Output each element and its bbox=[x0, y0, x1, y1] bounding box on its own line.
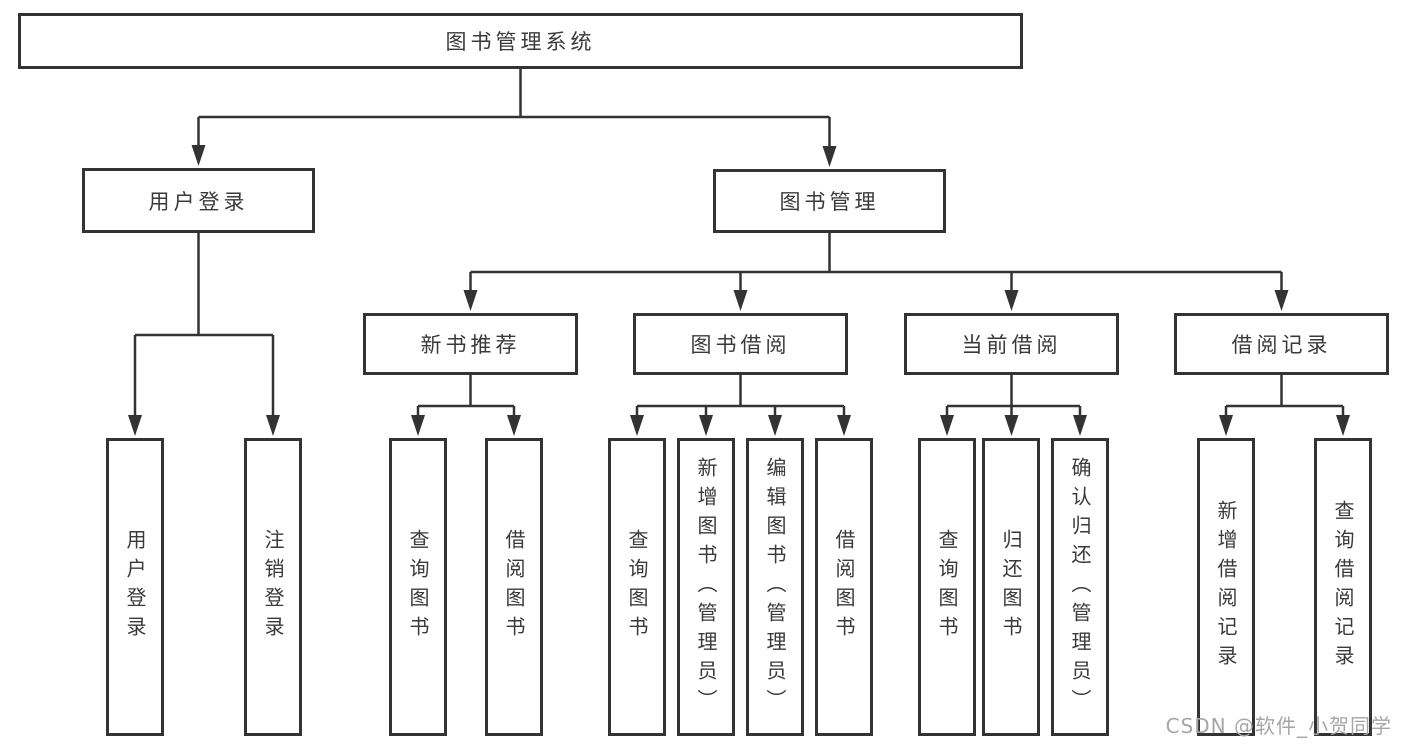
node-logout: 注销登录 bbox=[244, 438, 302, 736]
arrowheads bbox=[128, 145, 1350, 436]
node-label: 当前借阅 bbox=[961, 333, 1062, 357]
node-label: 注销登录 bbox=[261, 529, 285, 645]
node-library-management-system: 图书管理系统 bbox=[18, 13, 1023, 69]
node-book-borrowing: 图书借阅 bbox=[633, 313, 848, 375]
node-label: 查询图书 bbox=[935, 529, 959, 645]
node-current-borrowing: 当前借阅 bbox=[904, 313, 1119, 375]
csdn-watermark: CSDN @软件_小贺同学 bbox=[1165, 714, 1392, 738]
node-add-books-admin: 新增图书（管理员） bbox=[677, 438, 735, 736]
node-label: 新增借阅记录 bbox=[1214, 500, 1238, 674]
node-label: 用户登录 bbox=[123, 529, 147, 645]
node-borrow-books-recommend: 借阅图书 bbox=[485, 438, 543, 736]
node-borrow-books: 借阅图书 bbox=[815, 438, 873, 736]
node-label: 借阅记录 bbox=[1231, 333, 1332, 357]
node-label: 查询借阅记录 bbox=[1331, 500, 1355, 674]
node-new-book-recommendation: 新书推荐 bbox=[363, 313, 578, 375]
node-label: 用户登录 bbox=[148, 189, 249, 214]
node-label: 确认归还（管理员） bbox=[1068, 456, 1092, 718]
node-query-borrow-record: 查询借阅记录 bbox=[1314, 438, 1372, 736]
node-label: 归还图书 bbox=[999, 529, 1023, 645]
node-label: 编辑图书（管理员） bbox=[763, 456, 787, 718]
node-label: 图书管理 bbox=[779, 190, 880, 214]
node-query-books-current: 查询图书 bbox=[918, 438, 976, 736]
node-borrowing-records: 借阅记录 bbox=[1174, 313, 1389, 375]
node-edit-books-admin: 编辑图书（管理员） bbox=[746, 438, 804, 736]
node-book-management: 图书管理 bbox=[713, 169, 946, 233]
node-user-login-leaf: 用户登录 bbox=[106, 438, 164, 736]
node-label: 新书推荐 bbox=[420, 333, 521, 357]
node-user-login: 用户登录 bbox=[82, 168, 315, 233]
node-label: 图书借阅 bbox=[690, 333, 791, 357]
node-add-borrow-record: 新增借阅记录 bbox=[1197, 438, 1255, 736]
node-label: 借阅图书 bbox=[832, 529, 856, 645]
node-query-books-borrowing: 查询图书 bbox=[608, 438, 666, 736]
node-return-books: 归还图书 bbox=[982, 438, 1040, 736]
node-label: 新增图书（管理员） bbox=[694, 456, 718, 718]
node-query-books-recommend: 查询图书 bbox=[389, 438, 447, 736]
node-confirm-return-admin: 确认归还（管理员） bbox=[1051, 438, 1109, 736]
node-label: 图书管理系统 bbox=[445, 30, 596, 54]
node-label: 查询图书 bbox=[406, 529, 430, 645]
node-label: 借阅图书 bbox=[502, 529, 526, 645]
node-label: 查询图书 bbox=[625, 529, 649, 645]
